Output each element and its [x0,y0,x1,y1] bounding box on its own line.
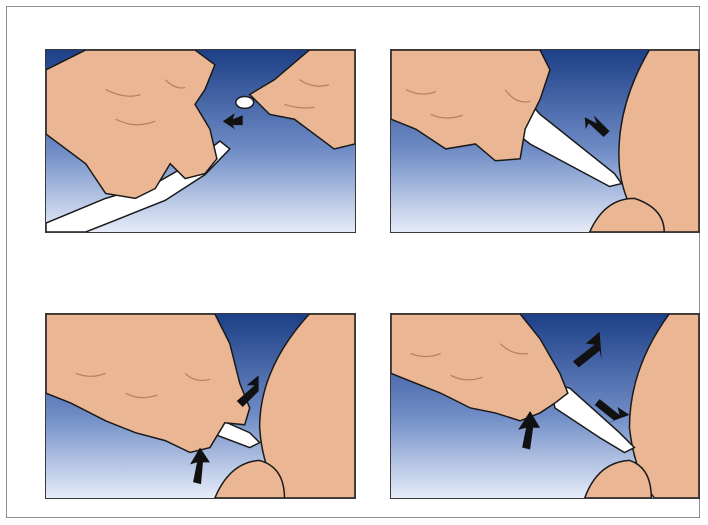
step-1-illustration [46,50,355,232]
step-4-panel [390,313,700,499]
cap-shape [236,96,254,108]
step-2-illustration [391,50,699,232]
step-3-panel [45,313,356,499]
step-3-illustration [46,314,355,498]
step-1-panel [45,49,356,233]
illustration-frame [6,6,700,518]
step-2-panel [390,49,700,233]
step-4-illustration [391,314,699,498]
